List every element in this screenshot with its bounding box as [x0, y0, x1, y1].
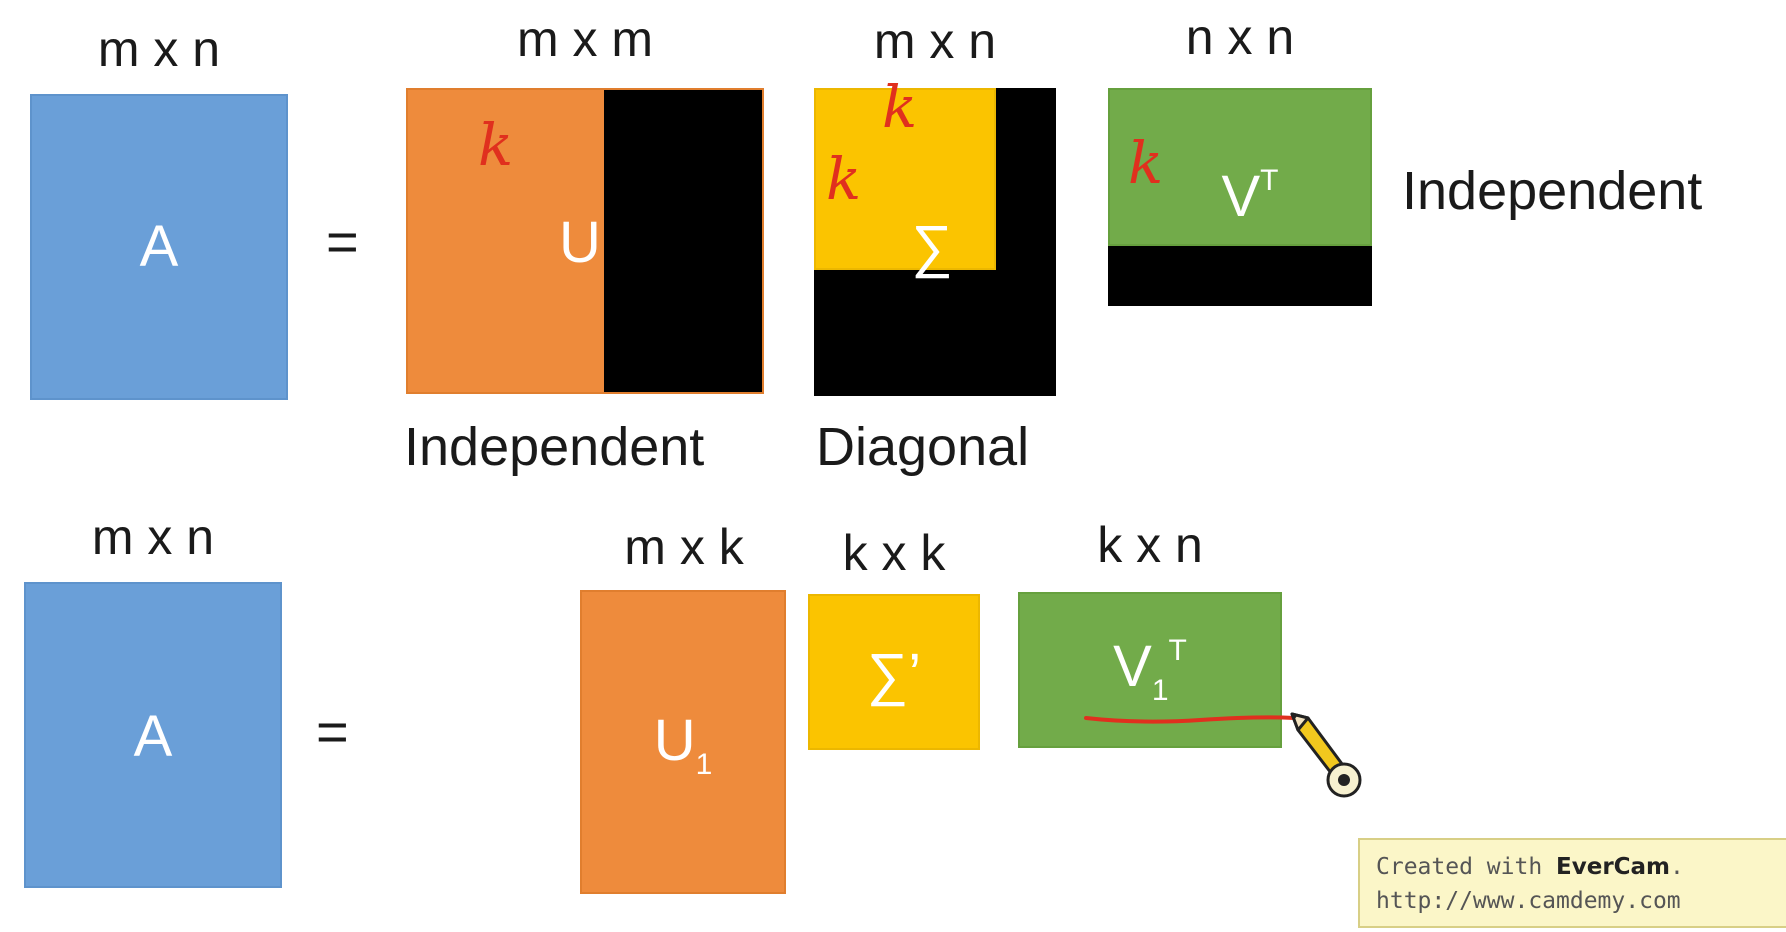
- row2-v1t-underline-stroke: [1084, 715, 1296, 724]
- watermark-created-line: Created with EverCam.: [1376, 854, 1684, 880]
- row1-vt-caption: Independent: [1402, 161, 1703, 221]
- row1-u-dimension: m x m: [516, 11, 654, 67]
- row2-matrix-sigma1: [808, 594, 980, 750]
- row2-equals-sign: =: [316, 700, 349, 763]
- row1-vt-dimension: n x n: [1185, 9, 1295, 65]
- row2-matrix-v1t-symbol: V1T: [1113, 634, 1187, 707]
- row1-equals-sign: =: [326, 210, 359, 273]
- row1-matrix-a: [30, 94, 288, 400]
- row1-matrix-sigma-diagonal-block: [814, 88, 996, 270]
- row1-sigma-annotation-k-top: k: [882, 73, 918, 141]
- row1-sigma-caption: Diagonal: [816, 417, 1030, 477]
- row2-matrix-u1: [580, 590, 786, 894]
- evercam-watermark: Created with EverCam. http://www.camdemy…: [1358, 838, 1786, 928]
- row1-matrix-vt-top-block: [1108, 88, 1372, 246]
- row2-matrix-u1-symbol: U1: [653, 708, 713, 781]
- row2-sigma1-dimension: k x k: [842, 525, 946, 581]
- row1-sigma-annotation-k-left: k: [826, 145, 862, 213]
- row1-matrix-vt-symbol: VT: [1221, 164, 1279, 229]
- row1-vt-annotation-k: k: [1128, 129, 1164, 197]
- row1-matrix-sigma-symbol: ∑: [911, 214, 953, 279]
- row1-matrix-u-null-block: [604, 90, 762, 392]
- row2-a-dimension: m x n: [91, 509, 215, 565]
- row1-matrix-a-symbol: A: [139, 214, 179, 279]
- row2-matrix-a-symbol: A: [133, 704, 173, 769]
- row2-u1-dimension: m x k: [624, 519, 744, 575]
- row2-matrix-a: [24, 582, 282, 888]
- row1-u-annotation-k: k: [478, 111, 514, 179]
- watermark-url: http://www.camdemy.com: [1376, 888, 1681, 914]
- row1-sigma-dimension: m x n: [873, 13, 997, 69]
- watermark-brand: EverCam: [1556, 854, 1671, 880]
- row2-matrix-sigma1-symbol: ∑’: [866, 642, 922, 707]
- row1-matrix-u-symbol: U: [559, 210, 601, 275]
- row2-v1t-dimension: k x n: [1097, 517, 1203, 573]
- row1-u-caption: Independent: [404, 417, 705, 477]
- row1-a-dimension: m x n: [97, 21, 221, 77]
- pencil-cursor-icon: [1290, 712, 1362, 798]
